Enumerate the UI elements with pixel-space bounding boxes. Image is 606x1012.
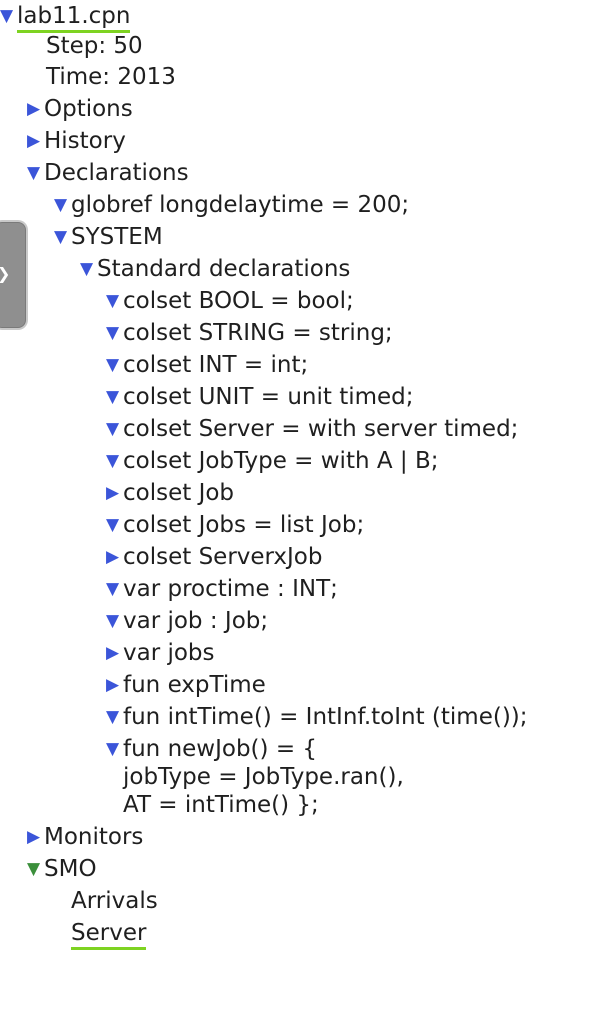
triangle-right-icon[interactable]: ▶ xyxy=(106,547,120,567)
step-info: Step: 50 xyxy=(46,30,143,62)
tree-node-system[interactable]: ▼SYSTEM xyxy=(54,221,163,253)
triangle-right-icon[interactable]: ▶ xyxy=(106,483,120,503)
tree-node-monitors[interactable]: ▶Monitors xyxy=(27,821,143,853)
decl-label[interactable]: fun newJob() = { xyxy=(123,736,318,762)
triangle-down-icon[interactable]: ▼ xyxy=(106,323,120,343)
triangle-down-icon[interactable]: ▼ xyxy=(106,515,120,535)
decl-label[interactable]: colset BOOL = bool; xyxy=(123,288,354,314)
triangle-down-icon[interactable]: ▼ xyxy=(106,739,120,759)
time-info: Time: 2013 xyxy=(46,61,176,93)
tree-node-history[interactable]: ▶History xyxy=(27,125,126,157)
decl-colset-jobs[interactable]: ▼colset Jobs = list Job; xyxy=(106,509,364,541)
decl-colset-unit[interactable]: ▼colset UNIT = unit timed; xyxy=(106,381,414,413)
decl-label[interactable]: fun expTime xyxy=(123,672,266,698)
triangle-down-icon[interactable]: ▼ xyxy=(106,707,120,727)
decl-continuation: AT = intTime() }; xyxy=(123,792,319,818)
triangle-right-icon[interactable]: ▶ xyxy=(27,99,41,119)
decl-colset-server[interactable]: ▼colset Server = with server timed; xyxy=(106,413,518,445)
decl-label[interactable]: var jobs xyxy=(123,640,215,666)
triangle-down-icon[interactable]: ▼ xyxy=(27,859,41,879)
triangle-down-icon[interactable]: ▼ xyxy=(106,579,120,599)
tree-node-smo[interactable]: ▼SMO xyxy=(27,853,97,885)
page-server[interactable]: Server xyxy=(71,917,147,950)
tree-node-root[interactable]: ▼lab11.cpn xyxy=(0,0,131,33)
decl-fun-newjob-line-3: AT = intTime() }; xyxy=(123,789,319,821)
decl-label[interactable]: colset INT = int; xyxy=(123,352,309,378)
options-label[interactable]: Options xyxy=(44,96,133,122)
history-label[interactable]: History xyxy=(44,128,126,154)
tree-node-globref[interactable]: ▼globref longdelaytime = 200; xyxy=(54,189,409,221)
server-label[interactable]: Server xyxy=(71,920,147,950)
decl-var-job[interactable]: ▼var job : Job; xyxy=(106,605,268,637)
decl-fun-exptime[interactable]: ▶fun expTime xyxy=(106,669,266,701)
triangle-down-icon[interactable]: ▼ xyxy=(54,195,68,215)
decl-label[interactable]: colset ServerxJob xyxy=(123,544,323,570)
decl-colset-string[interactable]: ▼colset STRING = string; xyxy=(106,317,393,349)
triangle-down-icon[interactable]: ▼ xyxy=(106,611,120,631)
decl-label[interactable]: colset UNIT = unit timed; xyxy=(123,384,414,410)
decl-colset-job[interactable]: ▶colset Job xyxy=(106,477,234,509)
decl-var-proctime[interactable]: ▼var proctime : INT; xyxy=(106,573,338,605)
decl-label[interactable]: colset Server = with server timed; xyxy=(123,416,519,442)
standard-declarations-label[interactable]: Standard declarations xyxy=(97,256,351,282)
decl-label[interactable]: colset STRING = string; xyxy=(123,320,393,346)
triangle-right-icon[interactable]: ▶ xyxy=(27,827,41,847)
chevron-right-icon: ❯ xyxy=(0,264,10,283)
decl-label[interactable]: fun intTime() = IntInf.toInt (time()); xyxy=(123,704,528,730)
triangle-down-icon[interactable]: ▼ xyxy=(106,419,120,439)
decl-label[interactable]: colset JobType = with A | B; xyxy=(123,448,439,474)
triangle-down-icon[interactable]: ▼ xyxy=(54,227,68,247)
triangle-down-icon[interactable]: ▼ xyxy=(27,163,41,183)
globref-label[interactable]: globref longdelaytime = 200; xyxy=(71,192,410,218)
monitors-label[interactable]: Monitors xyxy=(44,824,144,850)
decl-colset-serverxjob[interactable]: ▶colset ServerxJob xyxy=(106,541,322,573)
decl-fun-newjob-line-2: jobType = JobType.ran(), xyxy=(123,761,404,793)
decl-label[interactable]: colset Jobs = list Job; xyxy=(123,512,365,538)
system-label[interactable]: SYSTEM xyxy=(71,224,163,250)
smo-label[interactable]: SMO xyxy=(44,856,97,882)
triangle-right-icon[interactable]: ▶ xyxy=(106,675,120,695)
decl-fun-newjob[interactable]: ▼fun newJob() = { xyxy=(106,733,317,765)
decl-label[interactable]: colset Job xyxy=(123,480,235,506)
decl-colset-int[interactable]: ▼colset INT = int; xyxy=(106,349,308,381)
triangle-down-icon[interactable]: ▼ xyxy=(106,387,120,407)
page-arrivals[interactable]: Arrivals xyxy=(71,885,158,917)
decl-fun-inttime[interactable]: ▼fun intTime() = IntInf.toInt (time()); xyxy=(106,701,528,733)
triangle-down-icon[interactable]: ▼ xyxy=(106,291,120,311)
arrivals-label[interactable]: Arrivals xyxy=(71,888,158,914)
triangle-down-icon[interactable]: ▼ xyxy=(106,451,120,471)
triangle-down-icon[interactable]: ▼ xyxy=(106,355,120,375)
decl-label[interactable]: var proctime : INT; xyxy=(123,576,338,602)
decl-label[interactable]: var job : Job; xyxy=(123,608,269,634)
triangle-right-icon[interactable]: ▶ xyxy=(106,643,120,663)
root-label[interactable]: lab11.cpn xyxy=(17,3,131,33)
decl-var-jobs[interactable]: ▶var jobs xyxy=(106,637,215,669)
triangle-down-icon[interactable]: ▼ xyxy=(80,259,94,279)
step-label: Step: 50 xyxy=(46,33,143,59)
decl-continuation: jobType = JobType.ran(), xyxy=(123,764,404,790)
side-panel-handle[interactable]: ❯ xyxy=(0,222,26,328)
triangle-down-icon[interactable]: ▼ xyxy=(0,6,14,26)
decl-colset-bool[interactable]: ▼colset BOOL = bool; xyxy=(106,285,354,317)
tree-node-options[interactable]: ▶Options xyxy=(27,93,133,125)
tree-node-standard-declarations[interactable]: ▼Standard declarations xyxy=(80,253,350,285)
decl-colset-jobtype[interactable]: ▼colset JobType = with A | B; xyxy=(106,445,439,477)
triangle-right-icon[interactable]: ▶ xyxy=(27,131,41,151)
declarations-label[interactable]: Declarations xyxy=(44,160,189,186)
tree-node-declarations[interactable]: ▼Declarations xyxy=(27,157,189,189)
time-label: Time: 2013 xyxy=(46,64,176,90)
